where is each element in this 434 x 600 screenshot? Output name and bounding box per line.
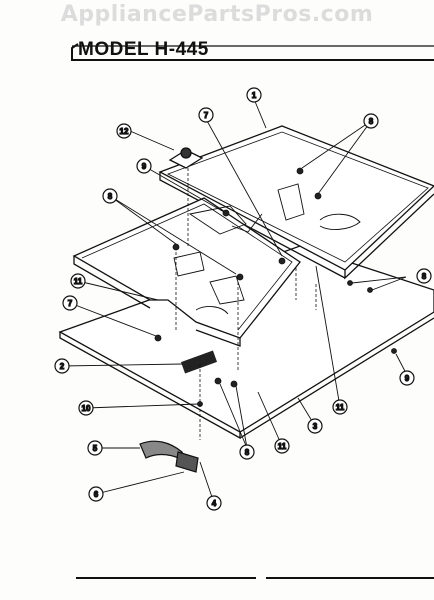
svg-text:8: 8 <box>108 192 113 201</box>
svg-text:5: 5 <box>93 444 98 453</box>
svg-text:8: 8 <box>422 272 427 281</box>
svg-text:10: 10 <box>82 404 91 413</box>
callout-5: 5 <box>87 440 103 456</box>
svg-text:11: 11 <box>74 277 83 286</box>
callout-9-right: 9 <box>399 370 415 386</box>
callout-11-right: 11 <box>332 399 348 415</box>
callout-4: 4 <box>206 495 222 511</box>
callout-8-left: 8 <box>102 188 118 204</box>
left-drip-pan <box>72 197 301 347</box>
callout-9-top: 9 <box>136 158 152 174</box>
callouts: 1 2 3 4 5 6 7 7 8 8 8 8 9 9 10 11 11 11 … <box>54 87 432 511</box>
callout-6: 6 <box>88 486 104 502</box>
svg-text:2: 2 <box>60 362 65 371</box>
svg-text:7: 7 <box>68 299 73 308</box>
callout-11-bottom: 11 <box>274 438 290 454</box>
callout-1: 1 <box>246 87 262 103</box>
model-title: MODEL H-445 <box>78 39 209 60</box>
svg-text:1: 1 <box>252 91 257 100</box>
callout-10: 10 <box>78 400 94 416</box>
callout-11-left: 11 <box>70 273 86 289</box>
svg-text:7: 7 <box>204 111 209 120</box>
burner-details <box>173 183 361 315</box>
svg-text:9: 9 <box>405 374 410 383</box>
callout-7-left: 7 <box>62 295 78 311</box>
svg-text:11: 11 <box>336 403 345 412</box>
terminal-block <box>180 350 218 374</box>
callout-7-top: 7 <box>198 107 214 123</box>
gasket-part <box>168 147 204 169</box>
model-title-frame <box>71 43 434 61</box>
callout-3: 3 <box>307 418 323 434</box>
svg-text:11: 11 <box>278 442 287 451</box>
svg-text:12: 12 <box>120 127 129 136</box>
svg-text:9: 9 <box>142 162 147 171</box>
callout-8-right: 8 <box>416 268 432 284</box>
leader-lines <box>175 168 317 440</box>
watermark: AppliancePartsPros.com <box>60 2 374 27</box>
callout-2: 2 <box>54 358 70 374</box>
svg-text:3: 3 <box>313 422 318 431</box>
svg-text:4: 4 <box>212 499 217 508</box>
callout-8-bottom: 8 <box>239 444 255 460</box>
svg-text:8: 8 <box>245 448 250 457</box>
callout-12: 12 <box>116 123 132 139</box>
svg-text:8: 8 <box>369 117 374 126</box>
svg-text:6: 6 <box>94 490 99 499</box>
callout-leaders <box>61 98 408 504</box>
right-drip-pan <box>158 125 434 280</box>
callout-8-top-right: 8 <box>363 113 379 129</box>
gas-hose <box>139 440 199 473</box>
fasteners <box>154 167 397 407</box>
